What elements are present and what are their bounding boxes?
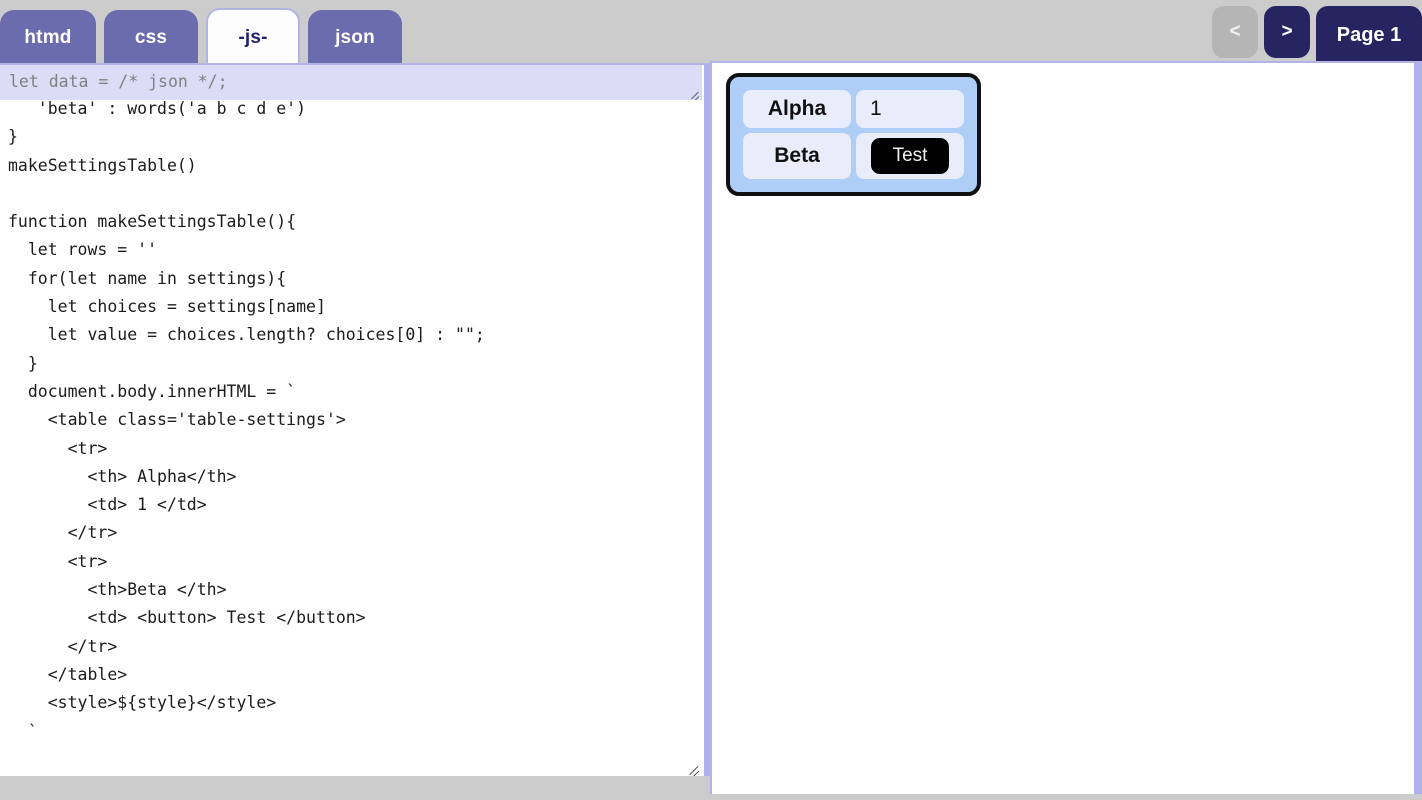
table-row: Alpha 1	[743, 90, 964, 128]
pagination-controls: < > Page 1	[1212, 6, 1422, 64]
setting-name-alpha: Alpha	[743, 90, 851, 128]
setting-value-beta: Test	[856, 133, 964, 179]
tab-css[interactable]: css	[104, 10, 198, 66]
tab-json[interactable]: json	[308, 10, 402, 66]
tab-htmd-label: htmd	[24, 27, 72, 48]
table-row: Beta Test	[743, 133, 964, 179]
json-data-input-overlay[interactable]: let data = /* json */;	[0, 65, 702, 100]
tab-bar: htmd css -js- json	[0, 8, 402, 66]
tab-json-label: json	[335, 27, 375, 48]
tab-js[interactable]: -js-	[206, 8, 300, 66]
test-button[interactable]: Test	[870, 138, 950, 174]
chevron-right-icon: >	[1281, 21, 1293, 42]
page-indicator-label: Page 1	[1336, 23, 1402, 46]
overlay-resize-handle-icon[interactable]	[688, 87, 700, 99]
chevron-left-icon: <	[1229, 21, 1241, 42]
json-data-input-value[interactable]: let data = /* json */;	[9, 72, 228, 91]
code-editor-pane[interactable]: 'beta' : words('a b c d e') } makeSettin…	[0, 63, 710, 776]
next-page-button[interactable]: >	[1264, 6, 1310, 58]
tab-js-label: -js-	[238, 27, 268, 48]
prev-page-button[interactable]: <	[1212, 6, 1258, 58]
top-bar: htmd css -js- json < > Page 1	[0, 0, 1422, 66]
preview-pane: Alpha 1 Beta Test	[710, 61, 1422, 794]
editor-resize-handle-icon[interactable]	[686, 760, 700, 774]
code-editor-content[interactable]: 'beta' : words('a b c d e') } makeSettin…	[8, 99, 485, 741]
tab-css-label: css	[134, 27, 168, 48]
setting-name-beta: Beta	[743, 133, 851, 179]
setting-value-alpha: 1	[856, 90, 964, 128]
settings-table: Alpha 1 Beta Test	[726, 73, 981, 196]
page-indicator-button[interactable]: Page 1	[1316, 6, 1422, 64]
tab-htmd[interactable]: htmd	[0, 10, 96, 66]
